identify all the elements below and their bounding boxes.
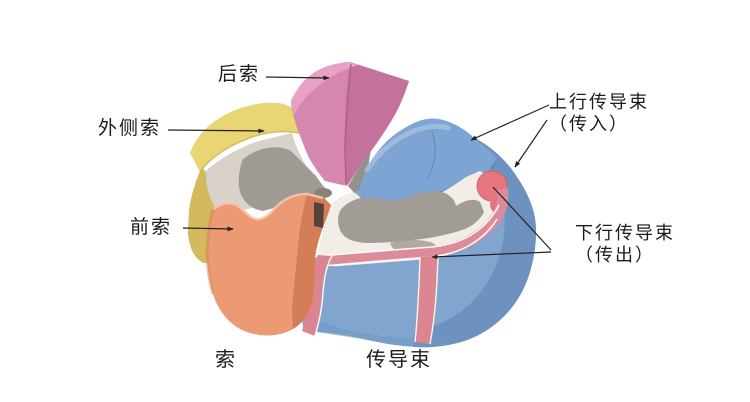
leader-line-posterior (265, 75, 330, 81)
label-descending-tract-name: 下行传导束 (575, 223, 675, 243)
label-posterior-funiculus: 后索 (218, 64, 261, 85)
leader-line-ascending-a (470, 104, 550, 141)
leader-line-descending-a (492, 186, 552, 251)
shadow-gap (348, 150, 371, 197)
leader-lines (167, 75, 552, 260)
label-anterior-funiculus: 前索 (130, 217, 173, 238)
label-funiculus-group: 索 (215, 349, 237, 371)
label-lateral-funiculus: 外侧索 (98, 118, 162, 139)
gray-matter-right (338, 191, 484, 243)
label-ascending-tract-name: 上行传导束 (549, 92, 649, 112)
label-ascending-tract-note: （传入） (549, 114, 629, 134)
leader-line-ascending-b (514, 119, 548, 168)
tract-section-shape (300, 118, 537, 348)
descending-tract-stripe (300, 187, 509, 345)
label-ascending-tract: 上行传导束 （传入） (549, 91, 649, 135)
label-descending-tract: 下行传导束 （传出） (575, 222, 675, 266)
leader-line-anterior (182, 226, 234, 232)
leader-line-lateral (167, 128, 265, 134)
leader-line-descending-b (431, 251, 552, 260)
central-canal-slot (314, 202, 324, 228)
label-tract-group: 传导束 (366, 349, 432, 371)
anterior-funiculus-shape (205, 192, 331, 336)
posterior-funiculus-shape (291, 62, 409, 186)
label-descending-tract-note: （传出） (575, 245, 655, 265)
